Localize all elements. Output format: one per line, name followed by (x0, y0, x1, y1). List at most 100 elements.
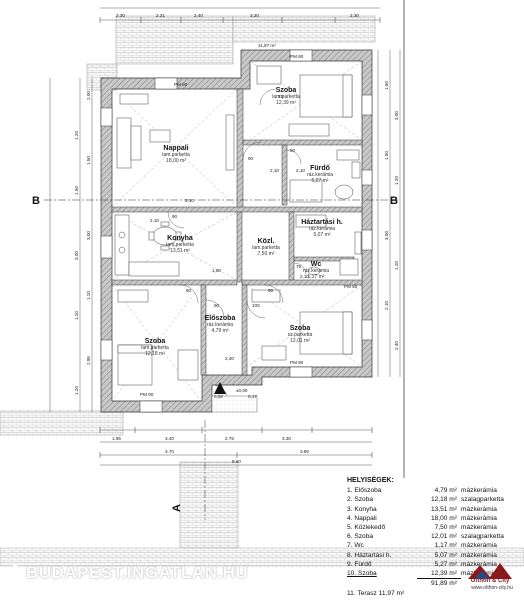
door-swings (167, 88, 307, 402)
terrace-area-label: 11,97 m² (258, 43, 276, 48)
legend-material: szalagparketta (461, 496, 504, 504)
dim-left-7: 1.20 (74, 311, 79, 320)
room-name-szoba_top: Szoba (276, 87, 297, 94)
legend-material: mázkerámia (461, 487, 497, 495)
room-floor-konyha: lam.parketta (166, 242, 194, 248)
door-width-8: 75 (296, 264, 302, 269)
legend-material: mázkerámia (461, 542, 497, 550)
small-dim-7: 0,02 (214, 394, 223, 399)
room-area-nappali: 18,00 m² (166, 158, 186, 164)
legend-area: 13,51 m² (430, 505, 457, 513)
legend-area: 5,07 m² (434, 551, 457, 559)
room-name-wc: Wc (311, 261, 322, 268)
room-name-nappali: Nappali (163, 145, 188, 152)
window-label-0: PM 90 (140, 392, 154, 397)
legend-room: 10. Szoba (347, 570, 377, 578)
room-floor-wc: ráz.kerámia (303, 268, 329, 274)
terrace-area-2 (232, 15, 376, 43)
dim-bottom2-1: 3.80 (300, 449, 309, 454)
bedroom-br-furniture (251, 289, 353, 361)
legend-room: 3. Konyha (347, 505, 377, 513)
dim-bottom-2: 2.75 (225, 436, 234, 441)
legend-material: mázkerámia (461, 524, 497, 532)
small-dim-8: 0,17 (248, 394, 257, 399)
small-dim-1: 2,10 (296, 168, 305, 173)
legend-total: 91,89 m² (347, 578, 517, 588)
walkway-bottom (0, 547, 524, 567)
small-dim-9: ±0,00 (236, 388, 248, 393)
door-width-5: 90 (214, 303, 220, 308)
dim-right-3: 1.20 (394, 176, 399, 185)
otthon-city-logo-icon (468, 563, 512, 579)
room-name-szoba_br: Szoba (290, 325, 311, 332)
exterior-wall (100, 49, 373, 413)
small-dim-5: 1,60 (212, 268, 221, 273)
legend-room: 9. Fürdő (347, 560, 372, 568)
small-dim-3: 2,40 (225, 356, 234, 361)
room-name-kozl: Közl. (258, 238, 275, 245)
room-area-furdo: 5,27 m² (312, 178, 329, 184)
legend-area: 12,39 m² (430, 570, 457, 578)
legend-area: 4,79 m² (434, 487, 457, 495)
dim-top-4: 2.30 (350, 13, 359, 18)
legend-room: 8. Háztartási h. (347, 551, 392, 559)
dim-top-0: 2.30 (116, 13, 125, 18)
room-floor-nappali: lam.parketta (162, 152, 190, 158)
door-width-6: 100 (252, 303, 260, 308)
door-width-7: 90 (268, 288, 274, 293)
walkway-drive (179, 461, 239, 563)
room-name-konyha: Konyha (167, 235, 193, 242)
room-name-haztartasi: Háztartási h. (301, 219, 343, 226)
room-area-szoba_br: 12,01 m² (290, 338, 310, 344)
dim-right-2: 1.50 (384, 151, 389, 160)
window-label-1: PM 90 (290, 360, 304, 365)
terrace-area (115, 15, 234, 65)
small-dim-2: 2,10 (150, 218, 159, 223)
legend-row: 7. Wc 1,17 m² mázkerámia (347, 541, 517, 550)
dim-bottom-1: 3.40 (165, 436, 174, 441)
small-dim-0: 2,10 (270, 168, 279, 173)
interior-walls (111, 88, 363, 376)
legend-room: 4. Nappali (347, 514, 377, 522)
section-label-a: A (171, 504, 183, 512)
legend-area: 18,00 m² (430, 514, 457, 522)
room-area-haztartasi: 5,07 m² (314, 232, 331, 238)
room-area-szoba_top: 12,39 m² (276, 100, 296, 106)
dim-right-7: 2.40 (394, 341, 399, 350)
room-name-szoba_bl: Szoba (145, 338, 166, 345)
dimension-ticks (99, 17, 381, 458)
section-label-b-right: B (390, 195, 398, 207)
room-name-furdo: Fürdő (310, 165, 330, 172)
legend-area: 1,17 m² (434, 542, 457, 550)
dim-left-0: 2.00 (86, 91, 91, 100)
bedroom-bl-furniture (117, 289, 199, 386)
dim-left-9: 1.20 (74, 386, 79, 395)
room-area-eloszoba: 4,79 m² (212, 328, 229, 334)
bathroom-fixtures (289, 149, 361, 203)
window-label-2: PM 90 (290, 54, 304, 59)
legend-room: 7. Wc (347, 542, 364, 550)
legend-row: 1. Előszoba 4,79 m² mázkerámia (347, 486, 517, 495)
dim-total: 9.60 (232, 459, 241, 464)
door-width-0: 90 (248, 156, 254, 161)
dim-left-2: 1.50 (86, 156, 91, 165)
legend-room: 1. Előszoba (347, 487, 382, 495)
room-area-wc: 1,17 m² (308, 274, 325, 280)
small-dim-6: 2,10 (185, 198, 194, 203)
legend-material: mázkerámia (461, 514, 497, 522)
legend-row: 8. Háztartási h. 5,07 m² mázkerámia (347, 551, 517, 560)
dim-right-0: 1.50 (384, 81, 389, 90)
legend-title: HELYISÉGEK: (347, 477, 394, 484)
legend-row: 4. Nappali 18,00 m² mázkerámia (347, 514, 517, 523)
dim-right-5: 1.20 (394, 261, 399, 270)
room-floor-szoba_br: sz.parketta (288, 332, 313, 338)
legend-material: mázkerámia (461, 551, 497, 559)
watermark-text: BUDAPEST.INGATLAN.HU (26, 563, 249, 582)
